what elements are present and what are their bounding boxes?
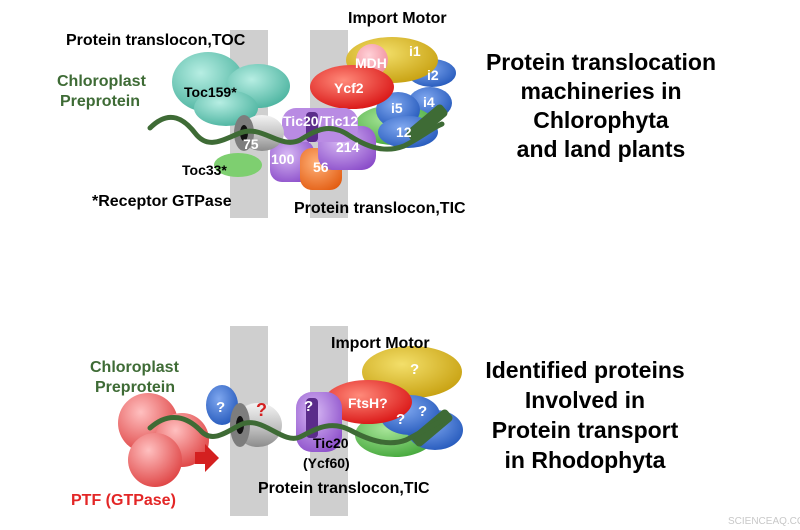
- ftsh-label: FtsH?: [348, 395, 388, 411]
- tic100-label: 100: [271, 151, 295, 167]
- tic-complex: [270, 108, 376, 190]
- import-motor-label-bottom: Import Motor: [331, 335, 430, 352]
- i1-label: i1: [409, 43, 421, 59]
- tic-question-mark: ?: [304, 398, 313, 415]
- toc159-label: Toc159*: [184, 84, 237, 100]
- toc33-shape: [214, 153, 262, 177]
- mdh-label: MDH: [355, 55, 387, 71]
- ycf2-shape: [310, 65, 394, 109]
- tic20-label-bottom: Tic20: [313, 435, 349, 451]
- i4-label: i4: [423, 94, 435, 110]
- preprotein-label-line2-bottom: Preprotein: [95, 379, 175, 396]
- ycf2-label: Ycf2: [334, 80, 364, 96]
- ptf-arrow-icon: [195, 444, 219, 472]
- top-diagram: Import Motor Protein translocon,TOC Chlo…: [57, 10, 716, 218]
- motor-question-mark-1: ?: [410, 361, 419, 378]
- bottom-heading-line-2: Involved in: [525, 387, 645, 413]
- bottom-heading: Identified proteins Involved in Protein …: [485, 357, 684, 473]
- toc-title-label: Protein translocon,TOC: [66, 32, 246, 49]
- bottom-diagram: Import Motor Chloroplast Preprotein ? ? …: [71, 326, 685, 516]
- toc33-label: Toc33*: [182, 162, 227, 178]
- preprotein-label-line2: Preprotein: [60, 93, 140, 110]
- toc75-label: 75: [243, 136, 259, 152]
- ycf60-label: (Ycf60): [303, 455, 350, 471]
- bottom-heading-line-4: in Rhodophyta: [505, 447, 666, 473]
- top-heading-line-2: machineries in: [520, 78, 681, 104]
- preprotein-chain: [147, 114, 445, 152]
- tic20-shape: [282, 108, 358, 142]
- receptor-question-mark: ?: [216, 399, 225, 416]
- channel-question-mark: ?: [256, 400, 267, 420]
- blue-receptor-shape: [206, 385, 238, 425]
- tic56-label: 56: [313, 159, 329, 175]
- import-motor-label-top: Import Motor: [348, 10, 447, 27]
- bottom-heading-line-1: Identified proteins: [485, 357, 684, 383]
- preprotein-chain-bottom: [147, 415, 447, 446]
- top-heading-line-3: Chlorophyta: [533, 107, 669, 133]
- bottom-heading-line-3: Protein transport: [492, 417, 679, 443]
- motor-question-mark-2: ?: [396, 411, 405, 428]
- motor-question-mark-3: ?: [418, 403, 427, 420]
- ptf-ball-3: [128, 433, 182, 487]
- top-heading: Protein translocation machineries in Chl…: [486, 49, 716, 162]
- preprotein-label-line1: Chloroplast: [57, 73, 147, 90]
- top-heading-line-1: Protein translocation: [486, 49, 716, 75]
- watermark: SCIENCEAQ.COM: [728, 516, 800, 527]
- tic-title-label-bottom: Protein translocon,TIC: [258, 480, 430, 497]
- preprotein-label-line1-bottom: Chloroplast: [90, 359, 180, 376]
- tic214-label: 214: [336, 139, 360, 155]
- top-heading-line-4: and land plants: [517, 136, 686, 162]
- i5-label: i5: [391, 100, 403, 116]
- motor-arm: [406, 104, 448, 142]
- ftsh-shape: [324, 380, 412, 424]
- ptf-gtpase-label: PTF (GTPase): [71, 492, 176, 509]
- c12-label: 12: [396, 124, 412, 140]
- ptf-complex: [118, 393, 209, 487]
- i2-label: i2: [427, 67, 439, 83]
- tic20-tic12-label: Tic20/Tic12: [283, 113, 358, 129]
- tic-title-label-top: Protein translocon,TIC: [294, 200, 466, 217]
- receptor-gtpase-note: *Receptor GTPase: [92, 193, 232, 210]
